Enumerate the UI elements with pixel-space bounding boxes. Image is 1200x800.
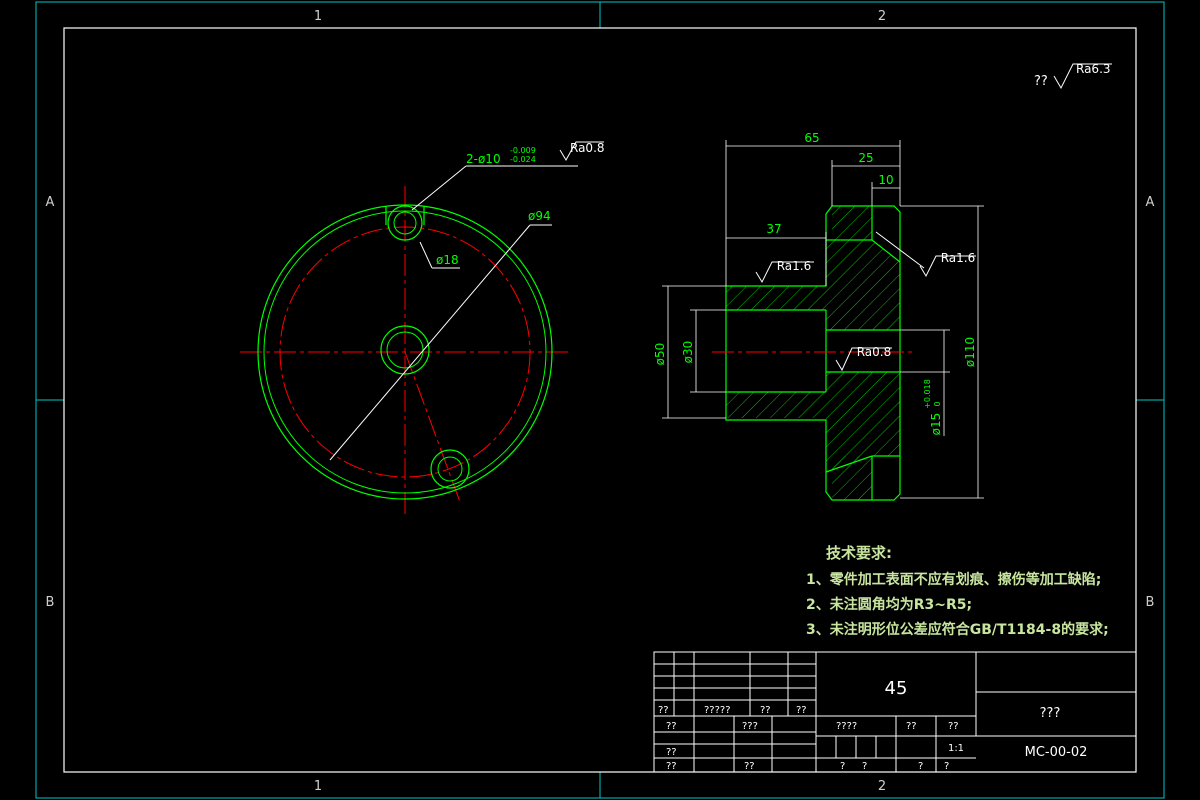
general-roughness-prefix: ?? [1034, 74, 1048, 89]
technical-requirements: 技术要求: 1、零件加工表面不应有划痕、擦伤等加工缺陷; 2、未注圆角均为R3~… [806, 544, 1109, 638]
front-dim-text: 2-ø10 -0.009 -0.024 Ra0.8 ø94 ø18 [436, 141, 605, 267]
hole-tol-lower: -0.024 [510, 155, 536, 164]
zone-labels: 1 2 1 2 A B A B [46, 9, 1155, 794]
cell-r1c4: ?? [760, 705, 771, 716]
dia-inner-bore: ø15 [929, 413, 943, 436]
dim-hub: 37 [766, 222, 781, 236]
rough-flange: Ra1.6 [941, 251, 976, 265]
inner-bore-tol-upper: +0.018 [923, 379, 932, 409]
flange-outer-circle [257, 204, 553, 500]
pcd-label: ø94 [528, 209, 551, 223]
title-block: 45 ??? MC-00-02 1:1 ?? ????? ?? ?? ?? ??… [653, 651, 1137, 773]
front-leaders [329, 165, 578, 461]
material: 45 [885, 678, 908, 699]
cell-r4c8: ? [918, 761, 923, 772]
dia-hub: ø50 [653, 343, 667, 366]
zone-label-top-2: 2 [878, 9, 886, 24]
cell-r2c3: ??? [742, 721, 758, 732]
flange-rim-top [832, 206, 872, 240]
title-block-grid [653, 651, 1137, 773]
dia-flange: ø110 [963, 337, 977, 367]
flange-section-bottom [826, 372, 900, 472]
section-outline [725, 205, 901, 501]
cell-r1c1: ?? [658, 705, 669, 716]
dia-bore: ø30 [681, 341, 695, 364]
cell-r2c7: ?? [906, 721, 917, 732]
section-dimensions [662, 140, 984, 499]
dim-step: 10 [878, 173, 893, 187]
general-roughness: ?? Ra6.3 [1034, 62, 1112, 90]
cell-r3c1: ?? [666, 747, 677, 758]
zone-label-bottom-1: 1 [314, 779, 322, 794]
hub-section-top [726, 286, 826, 310]
cell-r4c3: ?? [744, 761, 755, 772]
cell-r2c6: ???? [836, 721, 857, 732]
drawing-frame [63, 27, 1137, 773]
rough-hub: Ra1.6 [777, 259, 812, 273]
rough-bore: Ra0.8 [857, 345, 892, 359]
zone-label-left-b: B [46, 595, 55, 610]
sheet-border [35, 1, 1165, 799]
roughness-symbol [1053, 63, 1112, 90]
bottom-hole-inner [437, 456, 463, 482]
boss-label: ø18 [436, 253, 459, 267]
dim-overall: 65 [804, 131, 819, 145]
zone-label-left-a: A [46, 195, 55, 210]
cell-r4c1: ?? [666, 761, 677, 772]
tech-item-2: 2、未注圆角均为R3~R5; [806, 596, 972, 613]
scale: 1:1 [948, 743, 964, 754]
flange-chamfer-circle [263, 210, 547, 494]
hub-section-bottom [726, 392, 826, 418]
hole-tol-upper: -0.009 [510, 146, 536, 155]
drawing-number: MC-00-02 [1025, 745, 1088, 760]
hole-roughness-symbol [559, 141, 604, 161]
section-view: 65 25 10 37 ø50 ø30 ø110 ø15 +0.018 0 Ra… [653, 131, 984, 501]
general-roughness-value: Ra6.3 [1076, 62, 1111, 76]
dim-flange: 25 [858, 151, 873, 165]
hole-callout: 2-ø10 [466, 152, 501, 166]
center-boss-outer [380, 325, 430, 375]
flange-section-top [826, 240, 900, 330]
cell-r2c1: ?? [666, 721, 677, 732]
zone-label-right-b: B [1146, 595, 1155, 610]
inner-bore-tol-lower: 0 [933, 401, 942, 406]
cell-r2c8: ?? [948, 721, 959, 732]
cell-r4c6: ? [840, 761, 845, 772]
tech-item-3: 3、未注明形位公差应符合GB/T1184-8的要求; [806, 621, 1109, 638]
top-slot [385, 206, 425, 225]
section-dim-text: 65 25 10 37 ø50 ø30 ø110 ø15 +0.018 0 Ra… [653, 131, 977, 435]
tech-item-1: 1、零件加工表面不应有划痕、擦伤等加工缺陷; [806, 571, 1101, 588]
front-centerlines [240, 186, 572, 516]
hole-roughness: Ra0.8 [570, 141, 605, 155]
zone-label-bottom-2: 2 [878, 779, 886, 794]
zone-label-top-1: 1 [314, 9, 322, 24]
top-hole [387, 205, 423, 241]
front-view: 2-ø10 -0.009 -0.024 Ra0.8 ø94 ø18 [240, 141, 605, 516]
cell-r4c9: ? [944, 761, 949, 772]
cell-r1c3: ????? [704, 705, 731, 716]
part-name: ??? [1040, 706, 1061, 721]
section-roughness-symbols [755, 231, 976, 372]
top-hole-inner [393, 211, 417, 235]
cell-r1c5: ?? [796, 705, 807, 716]
zone-label-right-a: A [1146, 195, 1155, 210]
title-block-text: 45 ??? MC-00-02 1:1 ?? ????? ?? ?? ?? ??… [658, 678, 1087, 772]
tech-heading: 技术要求: [826, 544, 892, 562]
bottom-hole [430, 449, 470, 489]
cell-r4c7: ? [862, 761, 867, 772]
